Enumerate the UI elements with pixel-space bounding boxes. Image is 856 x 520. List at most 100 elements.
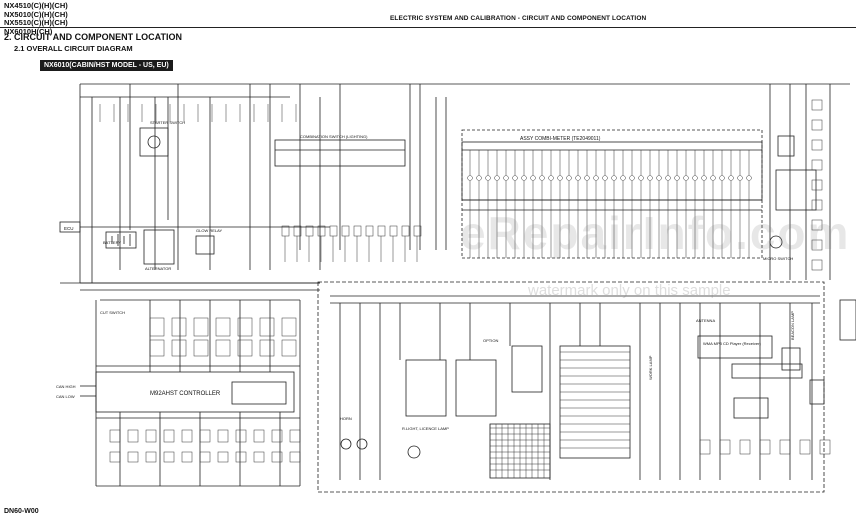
section-title: 2. CIRCUIT AND COMPONENT LOCATION	[4, 32, 182, 42]
glow-relay-label: GLOW RELAY	[196, 228, 222, 233]
component-box	[217, 451, 229, 463]
header-divider	[0, 27, 856, 28]
meter-terminal	[737, 175, 743, 181]
antenna-label: ANTENNA	[696, 318, 715, 323]
component-box	[171, 317, 187, 337]
component-box	[811, 119, 823, 131]
component-box	[353, 225, 362, 237]
meter-terminal	[602, 175, 608, 181]
beacon-lamp-label: BEACON LAMP	[790, 311, 795, 340]
component-box	[271, 429, 283, 443]
footer-code: DN60-W00	[4, 508, 39, 515]
meter-terminal	[530, 175, 536, 181]
component-box	[289, 429, 301, 443]
component-box	[811, 219, 823, 231]
component-box	[317, 225, 326, 237]
combination-switch-label: COMBINATION SWITCH (LIGHTING)	[300, 134, 368, 139]
license-lamp-label: R.LIGHT, LICENCE LAMP	[402, 426, 449, 431]
meter-terminal	[557, 175, 563, 181]
cut-switch-label: CUT SWITCH	[100, 310, 125, 315]
component-box	[235, 429, 247, 443]
component-box	[779, 439, 791, 455]
meter-terminal	[494, 175, 500, 181]
meter-terminal	[692, 175, 698, 181]
component-box	[811, 199, 823, 211]
component-box	[759, 439, 771, 455]
component-box	[811, 139, 823, 151]
component-box	[259, 339, 275, 357]
model-line: NX5010(C)(H)(CH)	[4, 9, 68, 19]
meter-terminal	[485, 175, 491, 181]
component-box	[719, 439, 731, 455]
meter-label: ASSY COMBI-METER (TE2049011)	[520, 136, 601, 142]
component-box	[281, 225, 290, 237]
can-low-label: CAN LOW	[56, 394, 75, 399]
component-box	[109, 429, 121, 443]
work-lamp-label: WORK LAMP	[648, 355, 653, 380]
meter-terminal	[638, 175, 644, 181]
watermark: eRepairInfo.com	[460, 207, 851, 259]
meter-terminal	[611, 175, 617, 181]
component-box	[163, 429, 175, 443]
meter-terminal	[575, 175, 581, 181]
meter-terminal	[701, 175, 707, 181]
component-box	[237, 317, 253, 337]
component-box	[699, 439, 711, 455]
meter-terminal	[656, 175, 662, 181]
component-box	[181, 429, 193, 443]
component-box	[389, 225, 398, 237]
component-box	[293, 225, 302, 237]
meter-terminal	[629, 175, 635, 181]
component-box	[811, 99, 823, 111]
component-box	[171, 339, 187, 357]
component-box	[109, 451, 121, 463]
component-box	[365, 225, 374, 237]
component-box	[181, 451, 193, 463]
component-box	[149, 339, 165, 357]
controller-label: M92AHST CONTROLLER	[150, 391, 221, 397]
component-box	[271, 451, 283, 463]
model-list: NX4510(C)(H)(CH) NX5010(C)(H)(CH) NX5510…	[4, 1, 68, 36]
model-line: NX6010H(CH)	[4, 26, 53, 36]
component-box	[811, 259, 823, 271]
meter-terminal	[620, 175, 626, 181]
starter-switch-label: STARTER SWITCH	[150, 120, 185, 125]
component-box	[811, 179, 823, 191]
meter-terminal	[539, 175, 545, 181]
battery-label: BATTERY	[103, 240, 121, 245]
model-bar: NX6010(CABIN/HST MODEL - US, EU)	[40, 60, 173, 71]
component-box	[329, 225, 338, 237]
micro-switch-label: MICRO SWITCH	[763, 256, 793, 261]
meter-terminal	[566, 175, 572, 181]
component-box	[149, 317, 165, 337]
component-box	[811, 159, 823, 171]
component-box	[413, 225, 422, 237]
component-box	[199, 429, 211, 443]
component-box	[739, 439, 751, 455]
component-box	[163, 451, 175, 463]
component-box	[145, 429, 157, 443]
model-line: NX5510(C)(H)(CH)	[4, 18, 68, 27]
component-box	[217, 429, 229, 443]
meter-terminal	[710, 175, 716, 181]
component-box	[281, 317, 297, 337]
meter-terminal	[665, 175, 671, 181]
meter-terminal	[674, 175, 680, 181]
meter-terminal	[467, 175, 473, 181]
meter-terminal	[746, 175, 752, 181]
component-box	[253, 429, 265, 443]
meter-terminal	[683, 175, 689, 181]
meter-terminal	[728, 175, 734, 181]
component-box	[237, 339, 253, 357]
meter-terminal	[512, 175, 518, 181]
component-box	[401, 225, 410, 237]
ecu-label: ECU	[64, 226, 74, 231]
component-box	[145, 451, 157, 463]
can-high-label: CAN HIGH	[56, 384, 76, 389]
component-box	[799, 439, 811, 455]
meter-terminal	[593, 175, 599, 181]
meter-terminal	[647, 175, 653, 181]
meter-terminal	[503, 175, 509, 181]
mp3-player-label: WMA MP3 CD Player (Receiver)	[703, 341, 761, 346]
